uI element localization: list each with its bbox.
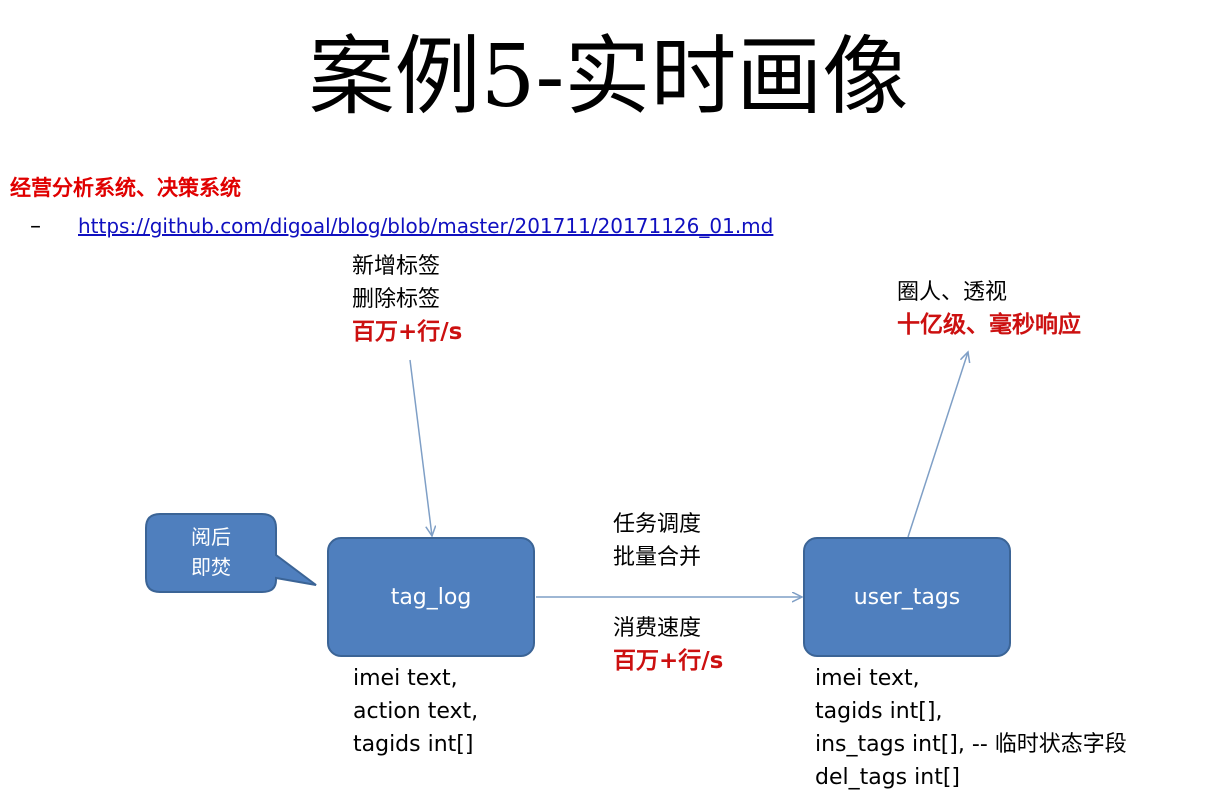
field-line: tagids int[], bbox=[815, 699, 943, 724]
field-line: del_tags int[] bbox=[815, 765, 960, 790]
subtitle: 经营分析系统、决策系统 bbox=[10, 176, 241, 200]
merge-annotation: 任务调度 批量合并 bbox=[613, 512, 702, 570]
user-tags-fields: imei text, tagids int[], ins_tags int[],… bbox=[815, 662, 1127, 794]
field-line: ins_tags int[], -- 临时状态字段 bbox=[815, 732, 1127, 757]
arrow-input-to-tag-log bbox=[409, 359, 432, 536]
consume-annotation: 消费速度 百万+行/s bbox=[613, 616, 724, 674]
callout-label: 阅后 即焚 bbox=[191, 525, 231, 579]
tag-log-fields: imei text, action text, tagids int[] bbox=[353, 662, 478, 761]
arrow-user-tags-to-query bbox=[907, 352, 968, 538]
field-line: imei text, bbox=[815, 666, 920, 691]
blog-link[interactable]: https://github.com/digoal/blog/blob/mast… bbox=[78, 214, 774, 238]
query-annotation: 圈人、透视 十亿级、毫秒响应 bbox=[897, 280, 1081, 338]
bullet-dash: – bbox=[30, 214, 41, 239]
user-tags-box: user_tags bbox=[803, 537, 1011, 657]
tag-log-box: tag_log bbox=[327, 537, 535, 657]
field-line: tagids int[] bbox=[353, 732, 474, 757]
field-line: imei text, bbox=[353, 666, 458, 691]
callout-shape bbox=[145, 513, 317, 593]
field-line: action text, bbox=[353, 699, 479, 724]
input-annotation: 新增标签 删除标签 百万+行/s bbox=[352, 254, 463, 345]
page-title: 案例5-实时画像 bbox=[308, 27, 909, 127]
